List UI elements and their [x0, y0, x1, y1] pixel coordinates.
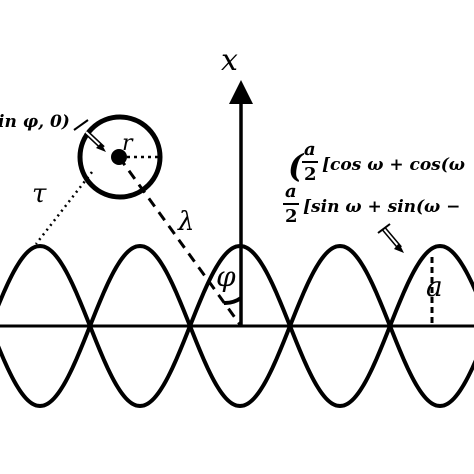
particle-circle	[77, 114, 163, 200]
cos-formula-paren: (	[288, 147, 305, 185]
axis-arrow-icon	[229, 80, 253, 104]
sin-formula-denominator: 2	[285, 206, 298, 227]
lambda-label: λ	[177, 207, 194, 237]
cos-formula-denominator: 2	[304, 164, 317, 185]
cos-formula-body: [cos ω + cos(ω	[322, 155, 465, 175]
sin-formula-numerator: a	[285, 181, 297, 202]
cos-formula: ( a 2 [cos ω + cos(ω	[288, 139, 465, 185]
formula-pointer-arrow	[377, 223, 404, 253]
sin-formula-body: [sin ω + sin(ω −	[303, 197, 460, 217]
circle-pointer-arrow	[73, 119, 106, 152]
sin-formula: a 2 [sin ω + sin(ω −	[283, 181, 460, 227]
amplitude-label: a	[426, 270, 443, 303]
phi-angle-arc	[223, 296, 243, 305]
cos-formula-numerator: a	[304, 139, 316, 160]
phi-label: φ	[216, 260, 236, 293]
tau-label: τ	[32, 179, 47, 209]
wave-lower	[0, 243, 474, 409]
point-coordinate-label: in φ, 0)	[0, 112, 70, 132]
axis-label: x	[221, 43, 238, 78]
radius-label: r	[122, 131, 134, 156]
lambda-line	[117, 156, 243, 327]
wave-upper	[0, 243, 474, 409]
